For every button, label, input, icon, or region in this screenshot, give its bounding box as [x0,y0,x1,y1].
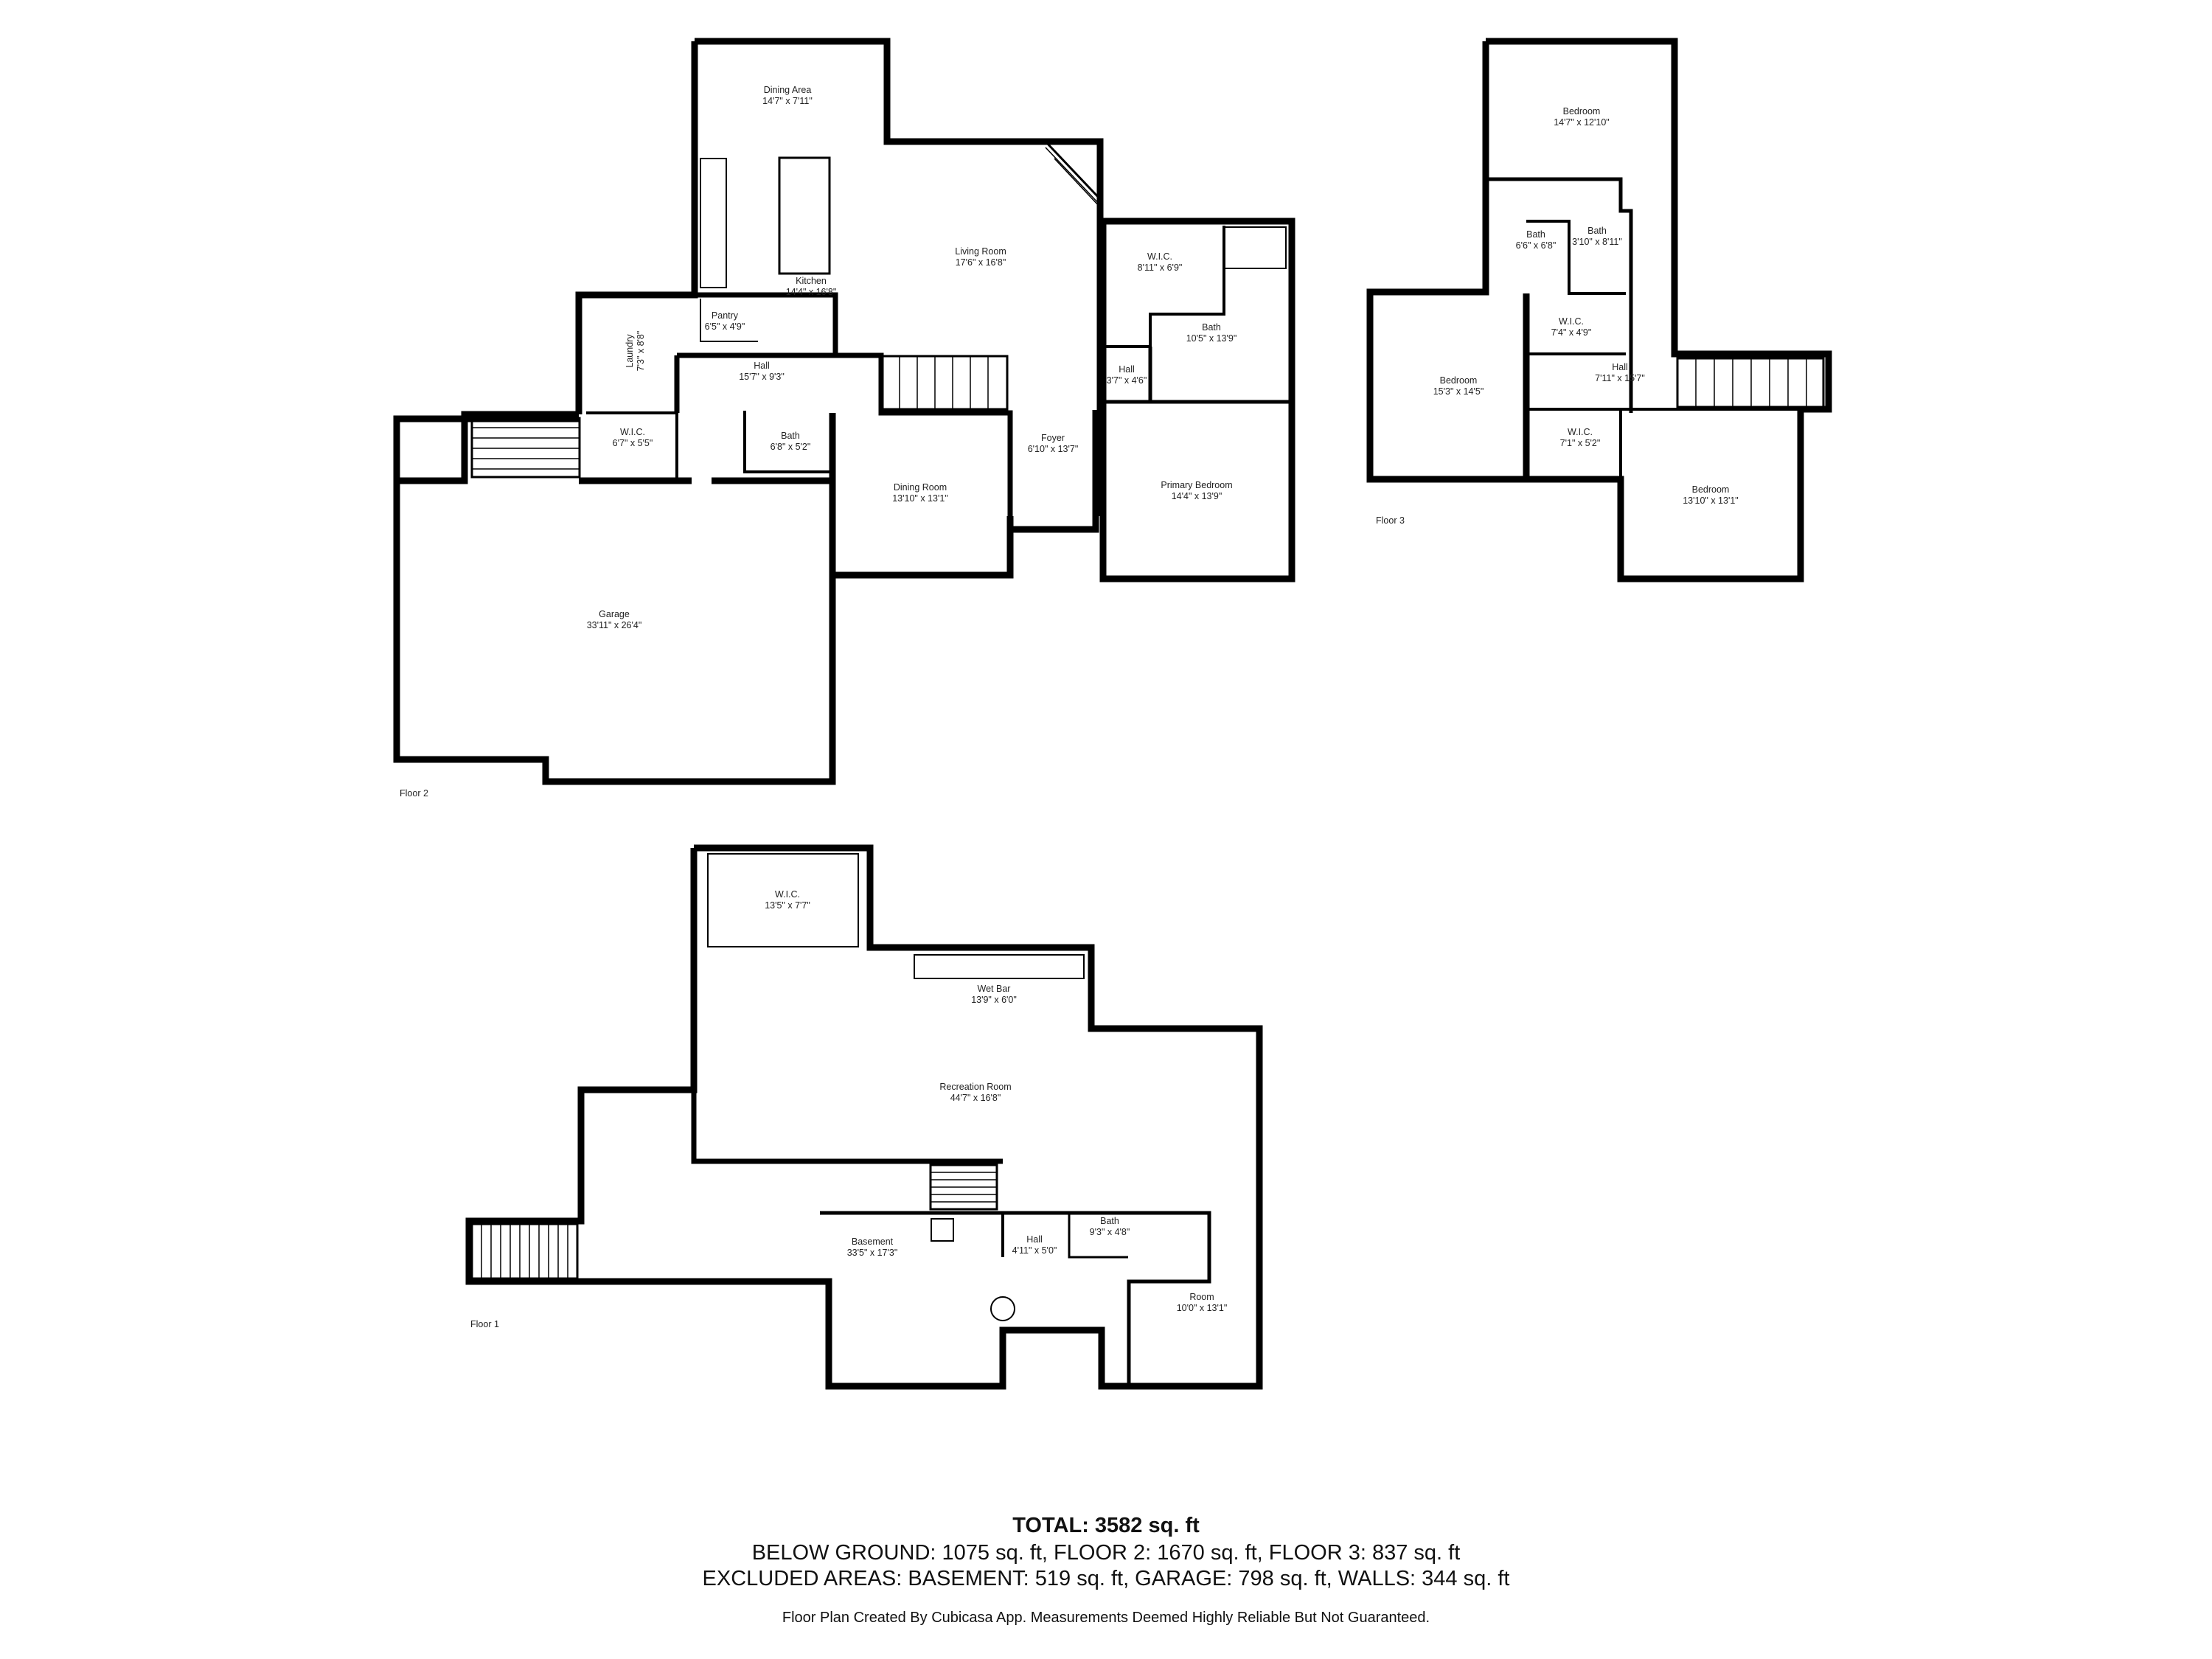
room-name: Hall [1026,1234,1043,1245]
room-name: Garage [599,609,630,619]
room-name: Recreation Room [939,1082,1011,1092]
room-dimension: 10'0" x 13'1" [1177,1303,1228,1313]
room-dimension: 6'10" x 13'7" [1028,444,1079,454]
room-name: W.I.C. [1568,427,1593,437]
room-name: Dining Room [894,482,947,493]
room-dimension: 6'6" x 6'8" [1516,240,1557,251]
room-dimension: 6'7" x 5'5" [613,438,653,448]
room-dimension: 7'1" x 5'2" [1560,438,1601,448]
room-name: W.I.C. [620,427,645,437]
floor-2-label: Floor 2 [400,788,428,799]
room-dimension: 14'4" x 16'8" [786,287,837,297]
room-name: Dining Area [764,85,812,95]
room-dimension: 6'5" x 4'9" [705,321,745,332]
room-dimension: 13'5" x 7'7" [765,900,810,911]
room-dimension: 7'4" x 4'9" [1551,327,1592,338]
room-name: Bath [1202,322,1221,333]
room-dimension: 7'11" x 15'7" [1595,373,1645,383]
room-dimension: 15'7" x 9'3" [739,372,785,382]
room-dimension: 14'7" x 7'11" [762,96,813,106]
room-dimension: 3'10" x 8'11" [1572,237,1622,247]
room-name: Laundry [625,334,635,368]
room-dimension: 9'3" x 4'8" [1090,1227,1130,1237]
room-name: Kitchen [796,276,827,286]
room-name: Wet Bar [978,984,1011,994]
room-name: Hall [1119,364,1135,375]
room-name: Foyer [1041,433,1065,443]
floor-3-label: Floor 3 [1376,515,1405,526]
room-name: W.I.C. [1559,316,1584,327]
room-dimension: 44'7" x 16'8" [950,1093,1001,1103]
room-name: Bath [1100,1216,1119,1226]
room-name: Room [1189,1292,1214,1302]
floor-1-label: Floor 1 [470,1319,499,1329]
room-dimension: 13'10" x 13'1" [1683,495,1739,506]
room-name: Basement [852,1237,894,1247]
room-name: Bedroom [1563,106,1601,116]
room-dimension: 3'7" x 4'6" [1107,375,1147,386]
floor-3-plan [1366,38,1832,582]
room-dimension: 14'4" x 13'9" [1172,491,1222,501]
room-name: Bath [781,431,800,441]
room-dimension: 6'8" x 5'2" [771,442,811,452]
room-dimension: 4'11" x 5'0" [1012,1245,1057,1256]
floor-1-plan [465,844,1263,1390]
room-name: W.I.C. [1147,251,1172,262]
excluded-areas: EXCLUDED AREAS: BASEMENT: 519 sq. ft, GA… [702,1567,1510,1590]
room-name: Primary Bedroom [1161,480,1232,490]
disclaimer: Floor Plan Created By Cubicasa App. Meas… [782,1610,1430,1626]
room-name: Pantry [712,310,739,321]
room-name: Bedroom [1440,375,1478,386]
room-dimension: 7'3" x 8'8" [636,331,646,372]
room-dimension: 13'9" x 6'0" [971,995,1017,1005]
room-name: Living Room [955,246,1006,257]
room-dimension: 10'5" x 13'9" [1186,333,1237,344]
room-name: Hall [754,361,770,371]
room-name: Bath [1587,226,1607,236]
room-labels: Dining Area 14'7" x 7'11" Living Room 17… [587,85,1739,1313]
area-breakdown: BELOW GROUND: 1075 sq. ft, FLOOR 2: 1670… [751,1541,1461,1565]
room-dimension: 33'5" x 17'3" [847,1248,898,1258]
room-name: Bedroom [1692,484,1730,495]
room-name: Bath [1526,229,1545,240]
room-name: W.I.C. [775,889,800,900]
room-dimension: 13'10" x 13'1" [892,493,948,504]
room-dimension: 8'11" x 6'9" [1138,262,1183,273]
room-dimension: 33'11" x 26'4" [587,620,642,630]
room-dimension: 17'6" x 16'8" [956,257,1006,268]
room-name: Hall [1612,362,1628,372]
room-dimension: 14'7" x 12'10" [1554,117,1610,128]
floor-2-plan [393,38,1295,785]
total-area: TOTAL: 3582 sq. ft [1012,1514,1200,1537]
room-dimension: 15'3" x 14'5" [1433,386,1484,397]
